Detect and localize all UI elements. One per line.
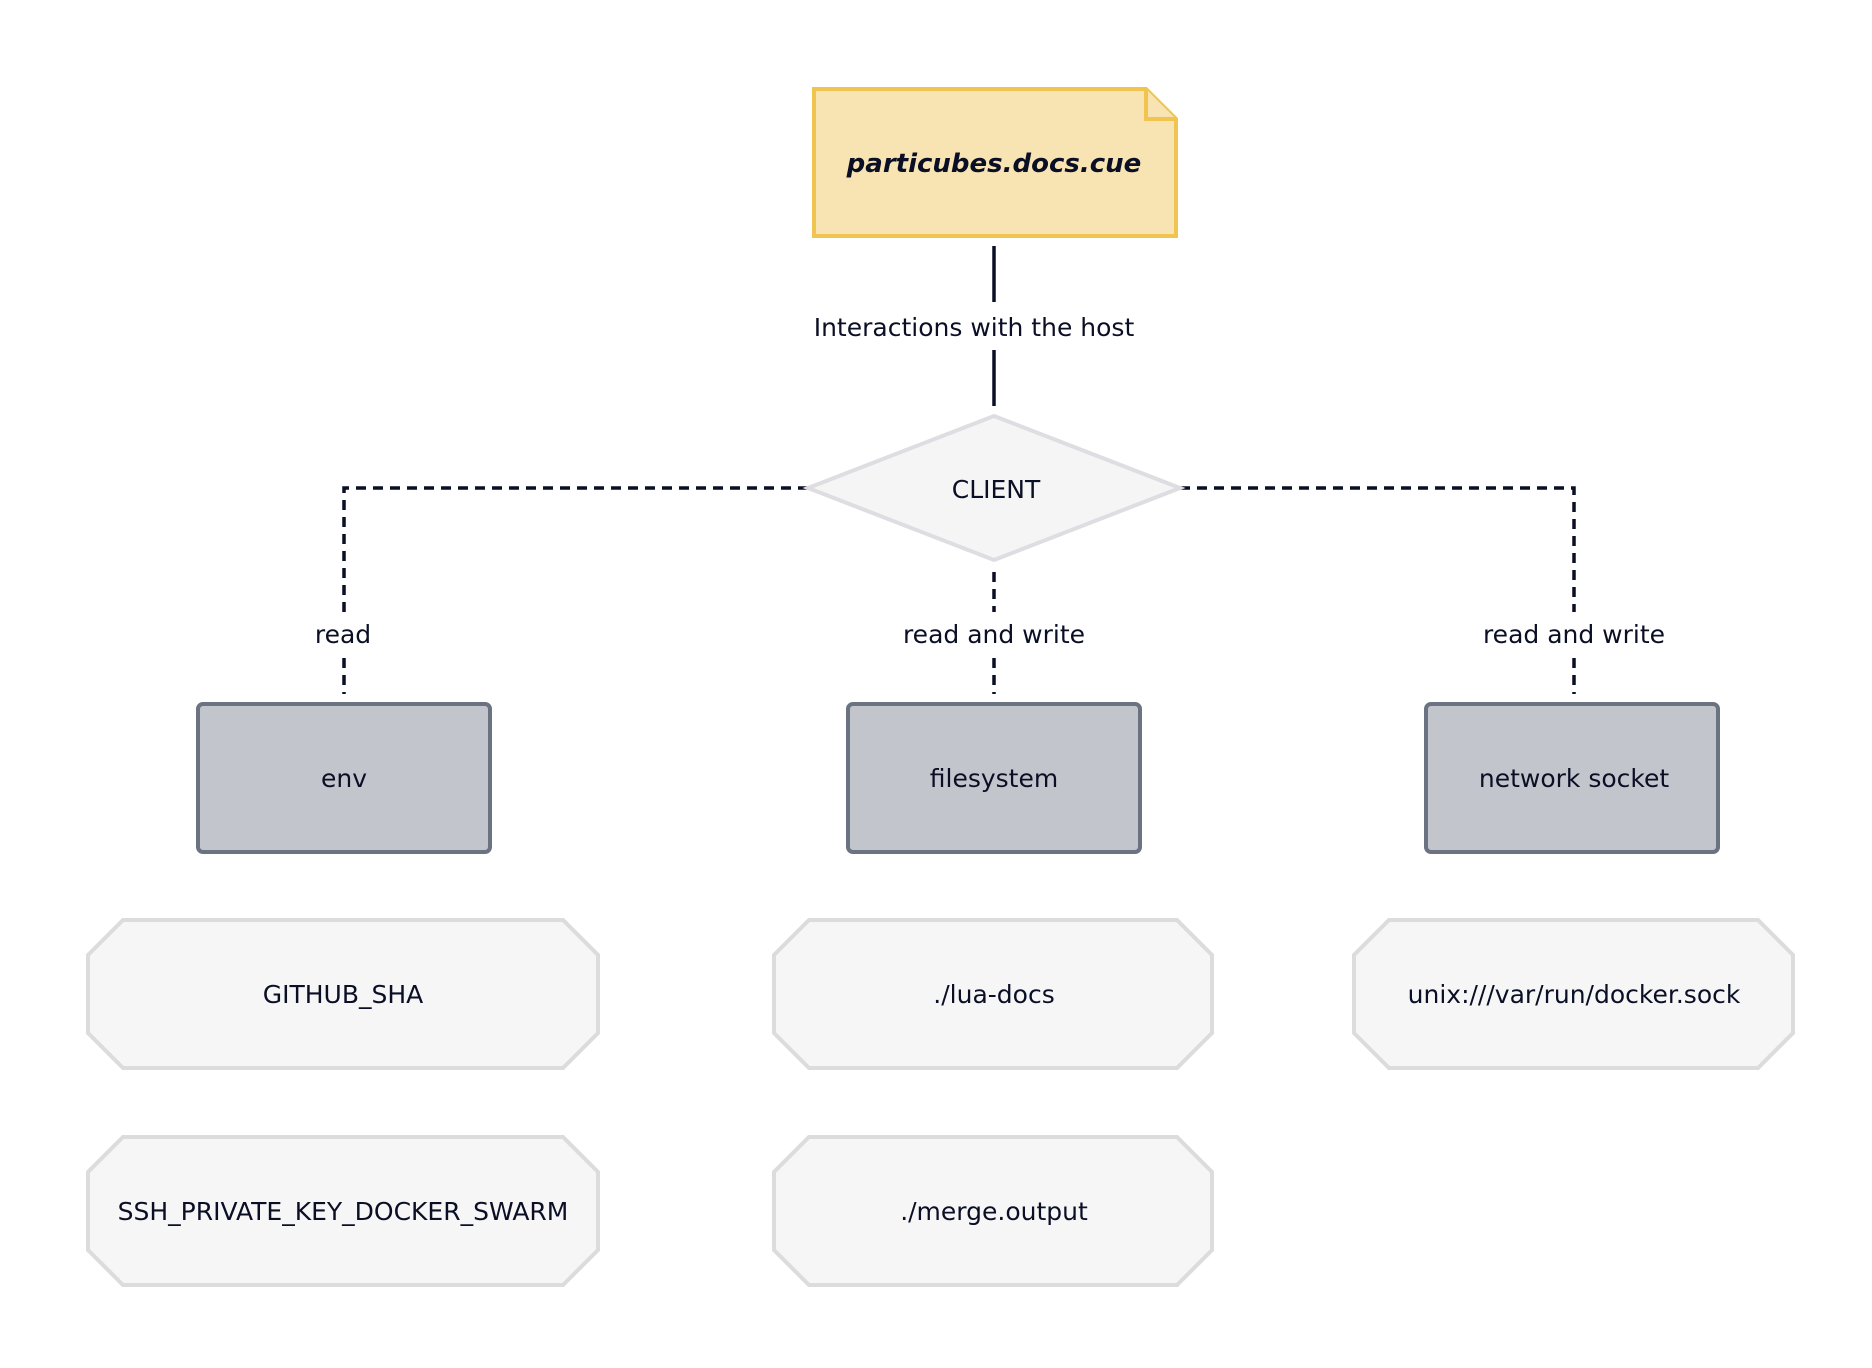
client-diamond — [802, 413, 1186, 563]
resource-filesystem[interactable]: filesystem — [846, 702, 1142, 854]
item-lua-docs-label: ./lua-docs — [933, 980, 1054, 1009]
resource-filesystem-box — [846, 702, 1142, 854]
item-docker-sock[interactable]: unix:///var/run/docker.sock — [1352, 918, 1795, 1070]
file-node[interactable]: particubes.docs.cue — [812, 87, 1178, 238]
client-node[interactable]: CLIENT — [802, 413, 1186, 563]
item-lua-docs[interactable]: ./lua-docs — [772, 918, 1214, 1070]
root-edge-label: Interactions with the host — [814, 313, 1135, 342]
item-merge-output[interactable]: ./merge.output — [772, 1135, 1214, 1287]
resource-network-box — [1424, 702, 1720, 854]
item-ssh-private-key[interactable]: SSH_PRIVATE_KEY_DOCKER_SWARM — [86, 1135, 600, 1287]
file-node-shape — [812, 87, 1178, 238]
item-docker-sock-label: unix:///var/run/docker.sock — [1408, 980, 1741, 1009]
item-github-sha-label: GITHUB_SHA — [263, 980, 424, 1009]
client-label: CLIENT — [952, 475, 1041, 504]
file-node-title: particubes.docs.cue — [846, 149, 1142, 179]
item-merge-output-shape — [772, 1135, 1214, 1287]
item-lua-docs-shape — [772, 918, 1214, 1070]
resource-network-label: network socket — [1479, 764, 1670, 793]
edge-filesystem-label: read and write — [903, 620, 1085, 649]
item-github-sha-shape — [86, 918, 600, 1070]
edge-network-label: read and write — [1483, 620, 1665, 649]
edge-env-label: read — [315, 620, 371, 649]
edge-env-line-top — [342, 486, 808, 612]
resource-env[interactable]: env — [196, 702, 492, 854]
item-ssh-private-key-label: SSH_PRIVATE_KEY_DOCKER_SWARM — [118, 1197, 569, 1226]
resource-env-box — [196, 702, 492, 854]
item-docker-sock-shape — [1352, 918, 1795, 1070]
item-merge-output-label: ./merge.output — [900, 1197, 1088, 1226]
file-node-fold — [1144, 89, 1176, 121]
item-ssh-private-key-shape — [86, 1135, 600, 1287]
resource-env-label: env — [321, 764, 367, 793]
edge-network-line-top — [1180, 486, 1576, 612]
resource-network[interactable]: network socket — [1424, 702, 1720, 854]
item-github-sha[interactable]: GITHUB_SHA — [86, 918, 600, 1070]
resource-filesystem-label: filesystem — [930, 764, 1058, 793]
